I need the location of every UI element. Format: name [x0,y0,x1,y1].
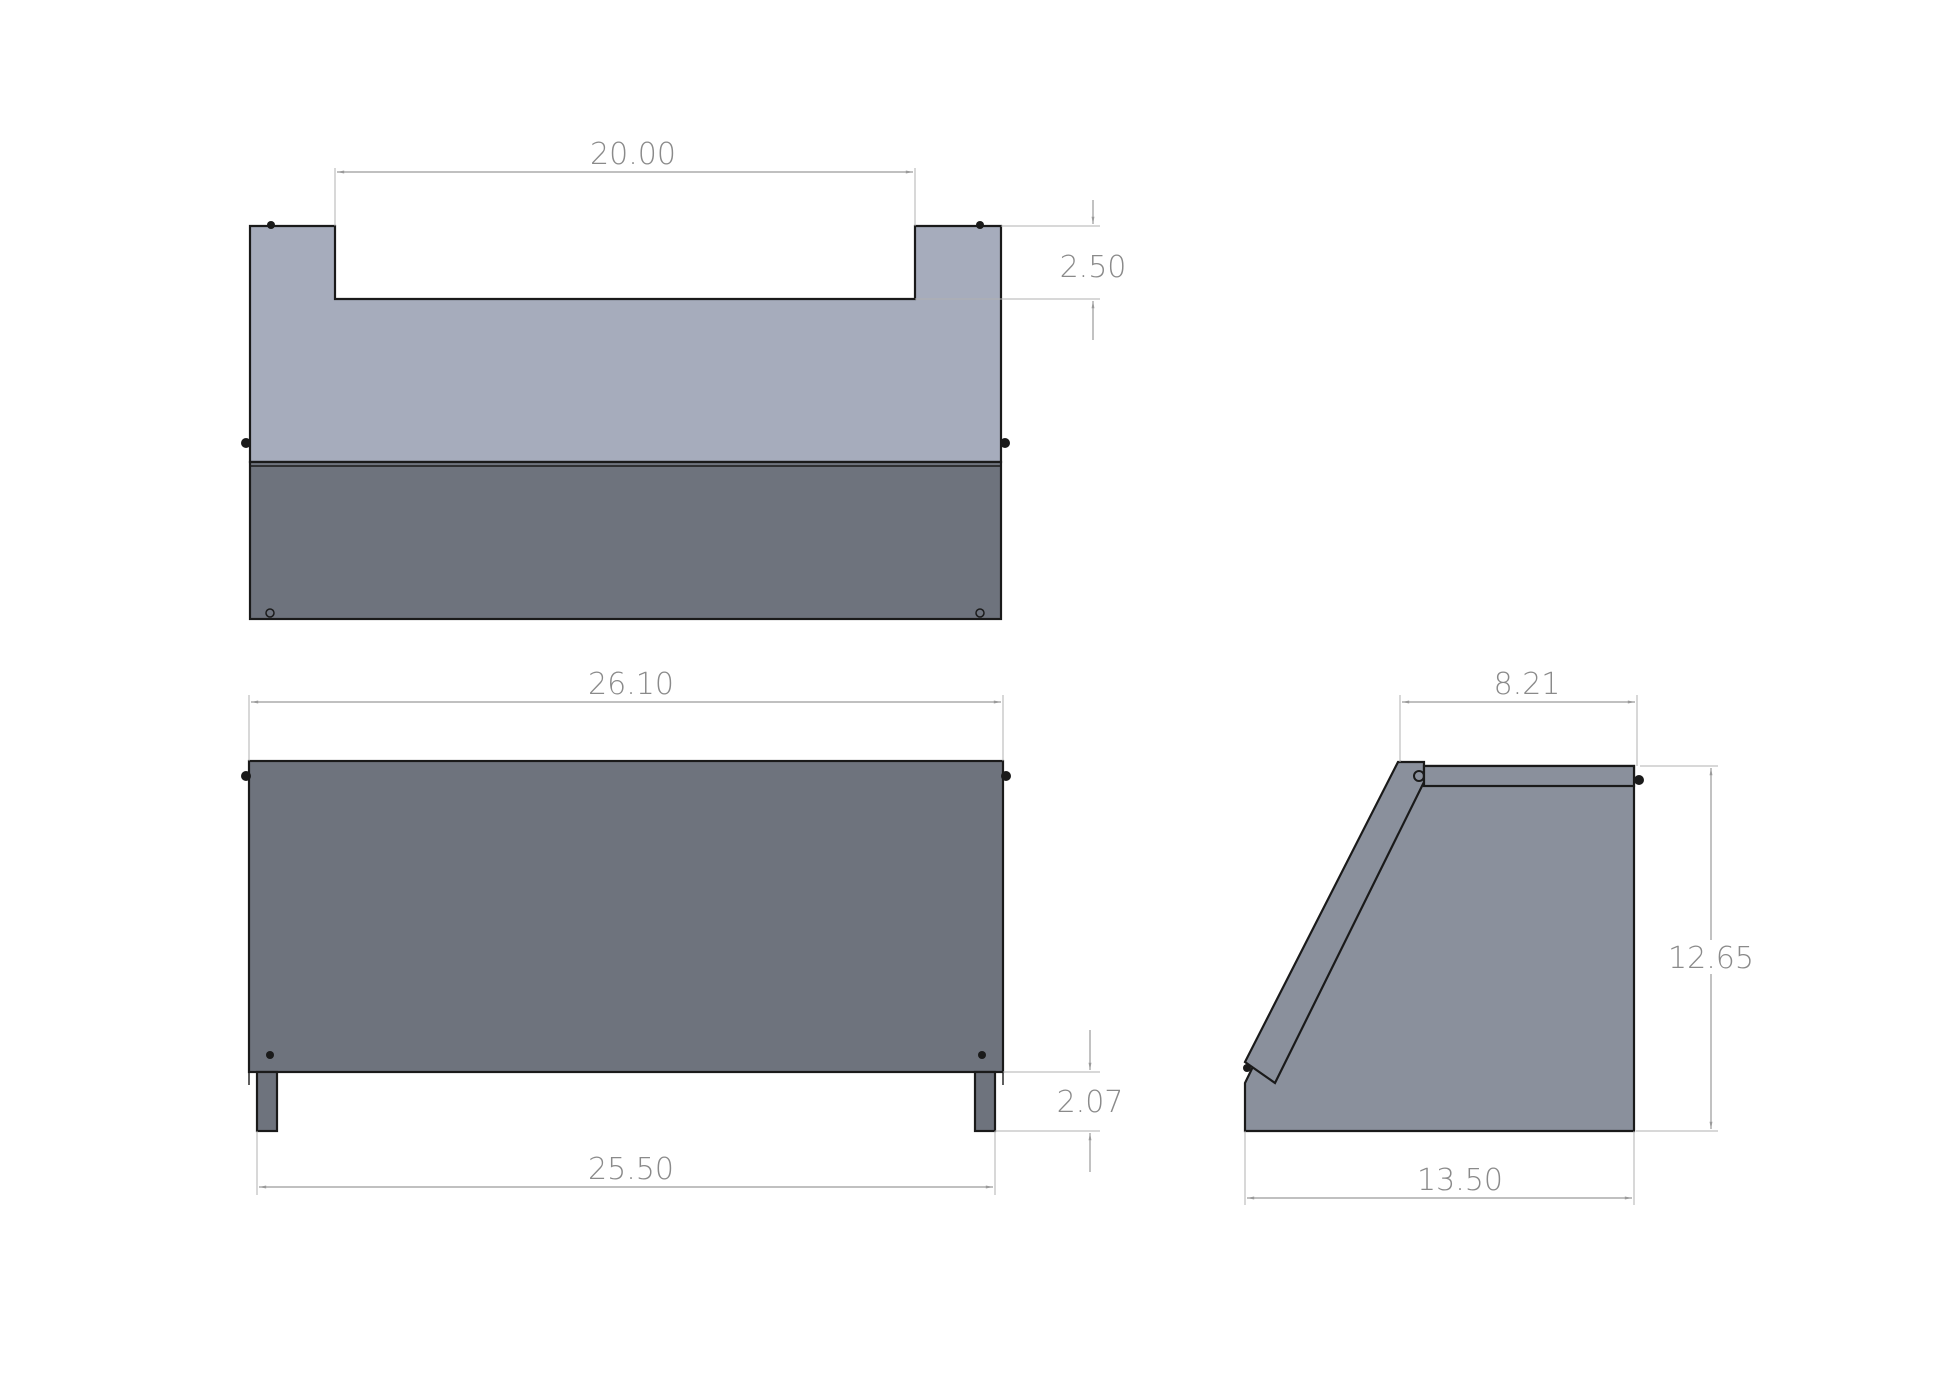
side-view: 8.21 12.65 13.50 [1243,667,1754,1205]
fastener-icon [1634,775,1644,785]
fastener-icon [241,438,251,448]
dim-leg-span: 25.50 [588,1152,674,1187]
top-flange [1422,764,1636,788]
leg-right [973,1070,997,1133]
fastener-icon [976,221,984,229]
fastener-icon [1413,770,1425,782]
fastener-icon [265,608,275,618]
dim-top-depth: 8.21 [1494,667,1561,702]
front-panel [247,759,1005,1074]
front-lip-panel [248,460,1003,621]
dim-base-depth: 13.50 [1417,1163,1503,1198]
dim-height: 12.65 [1668,941,1754,976]
fastener-icon [241,771,251,781]
top-view: 20.00 2.50 [241,137,1127,621]
fastener-icon [1001,771,1011,781]
fastener-icon [975,608,985,618]
fastener-icon [266,1051,274,1059]
front-view: 26.10 25.50 2.07 [241,667,1123,1195]
dim-notch-depth: 2.50 [1060,250,1127,285]
dim-opening-width: 20.00 [590,137,676,172]
top-panel [248,224,1003,464]
fastener-icon [1000,438,1010,448]
leg-left [255,1070,279,1133]
fastener-icon [1243,1064,1251,1072]
dim-overall-width: 26.10 [588,667,674,702]
fastener-icon [267,221,275,229]
dim-leg-height: 2.07 [1057,1085,1124,1120]
fastener-icon [978,1051,986,1059]
